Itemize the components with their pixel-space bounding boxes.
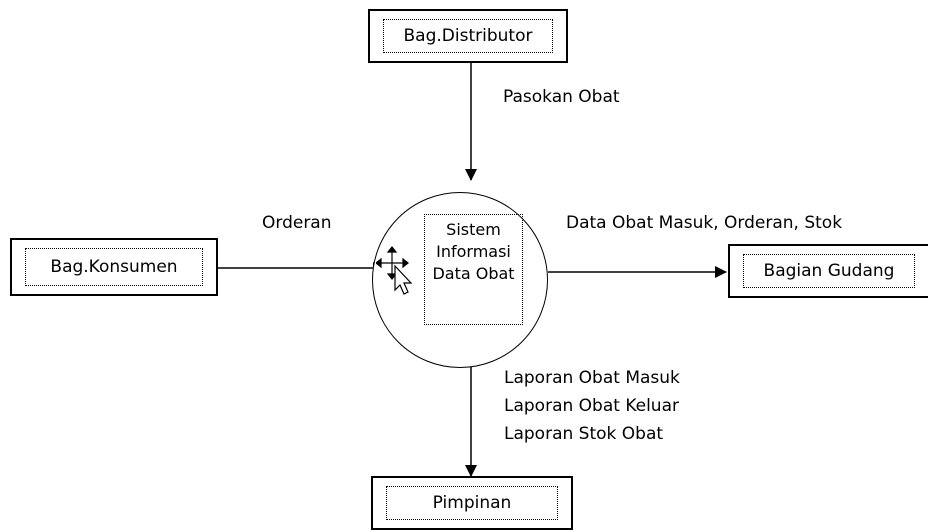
entity-label: Bag.Konsumen xyxy=(25,248,203,286)
flow-label-report-keluar: Laporan Obat Keluar xyxy=(504,396,679,416)
flow-label-report-masuk: Laporan Obat Masuk xyxy=(504,368,680,388)
process-label-box: Sistem Informasi Data Obat xyxy=(424,214,523,325)
entity-bag-distributor: Bag.Distributor xyxy=(368,9,568,63)
entity-label: Bag.Distributor xyxy=(383,19,553,53)
move-cursor-icon xyxy=(376,246,413,295)
entity-label: Bagian Gudang xyxy=(743,254,915,288)
entity-bagian-gudang: Bagian Gudang xyxy=(728,244,928,298)
flow-label-report-stok: Laporan Stok Obat xyxy=(504,424,664,444)
process-line: Informasi xyxy=(436,242,511,261)
flow-label-orderan: Orderan xyxy=(262,213,332,233)
entity-label: Pimpinan xyxy=(386,486,558,520)
flow-label-pasokan-obat: Pasokan Obat xyxy=(503,87,620,107)
process-line: Data Obat xyxy=(432,264,515,283)
entity-bag-konsumen: Bag.Konsumen xyxy=(10,238,218,296)
process-line: Sistem xyxy=(446,220,501,239)
entity-pimpinan: Pimpinan xyxy=(371,476,573,530)
flow-label-to-gudang: Data Obat Masuk, Orderan, Stok xyxy=(566,213,843,233)
